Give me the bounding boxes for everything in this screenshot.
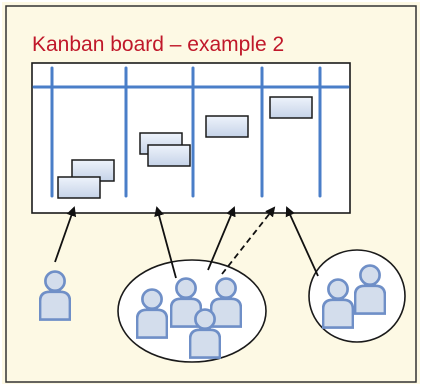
arrow-team-to-col4-dashed <box>221 206 276 275</box>
kanban-card <box>57 176 101 199</box>
person-icon <box>136 288 168 339</box>
arrow-team-to-col2 <box>154 206 177 279</box>
slide-title: Kanban board – example 2 <box>32 33 284 56</box>
kanban-board <box>31 62 351 214</box>
kanban-card <box>205 115 249 138</box>
person-icon <box>39 270 71 321</box>
connection-arrows <box>54 206 319 279</box>
arrow-pair-to-col4 <box>285 206 319 277</box>
kanban-card <box>269 96 313 119</box>
slide-frame <box>5 5 417 383</box>
person-icon <box>322 278 354 329</box>
person-icon <box>354 264 386 315</box>
person-icon <box>189 308 221 359</box>
single-person <box>39 270 71 321</box>
arrow-team-to-col3 <box>207 206 236 271</box>
arrow-single-to-col1 <box>54 206 77 263</box>
kanban-card <box>147 144 191 167</box>
